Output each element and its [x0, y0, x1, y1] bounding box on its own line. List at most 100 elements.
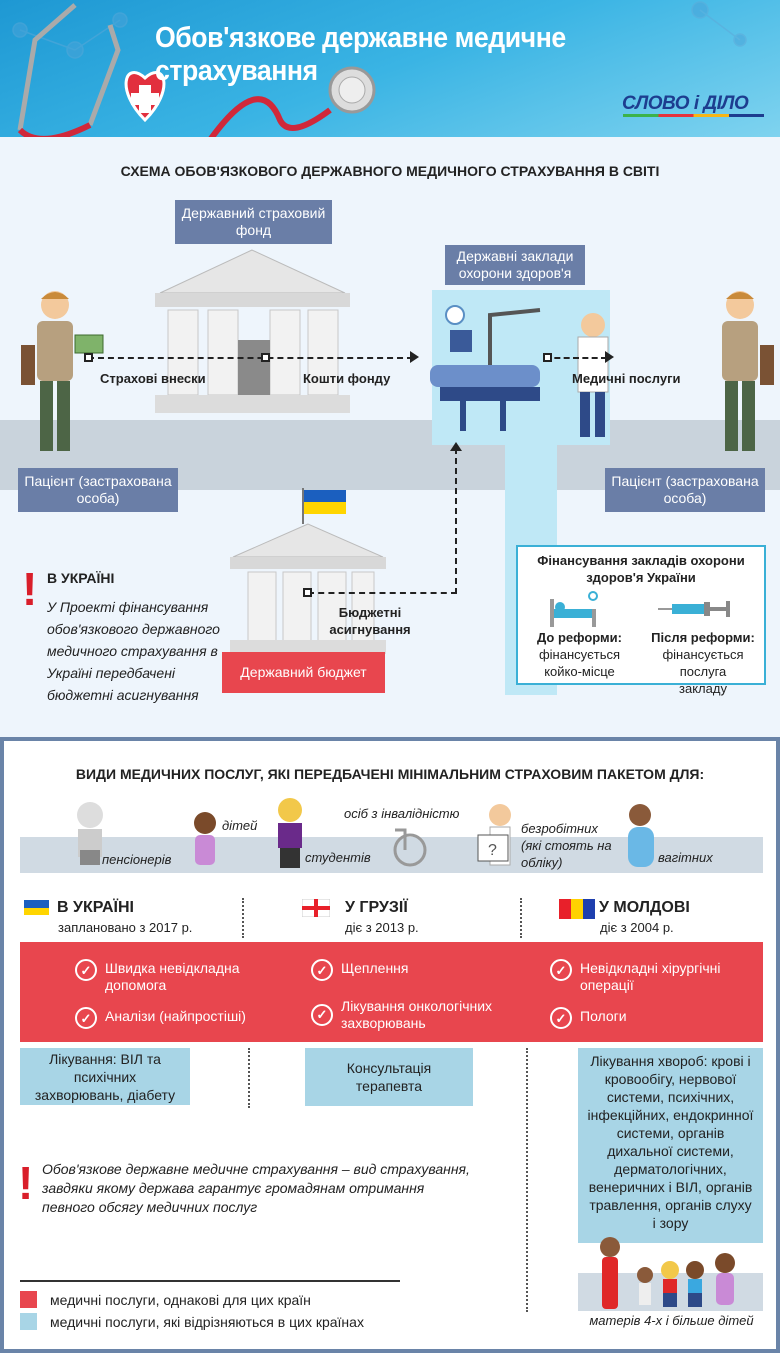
- check-circle-icon: ✓: [75, 1007, 97, 1029]
- service-label: Пологи: [580, 1008, 627, 1024]
- ukraine-note: У Проекті фінансування обов'язкового дер…: [47, 599, 220, 703]
- legend-swatch-common: [20, 1291, 37, 1308]
- country-georgia: У ГРУЗІЇ: [345, 899, 408, 916]
- group-unemployed: безробітних (які стоять на обліку): [521, 821, 612, 870]
- check-circle-icon: ✓: [311, 959, 333, 981]
- patient-right-icon: [722, 291, 774, 451]
- node-marker: [303, 588, 312, 597]
- arrowhead-icon: [605, 351, 614, 363]
- fund-building-icon: [155, 249, 350, 413]
- facilities-label: Державні заклади охорони здоров'я: [445, 245, 585, 285]
- flow-line-budget: [308, 592, 457, 594]
- fund-money-label: Кошти фонду: [303, 371, 391, 386]
- scheme-title: СХЕМА ОБОВ'ЯЗКОВОГО ДЕРЖАВНОГО МЕДИЧНОГО…: [120, 163, 660, 179]
- flow-arrow-contributions: [88, 357, 413, 359]
- flow-arrow-services: [545, 357, 607, 359]
- financing-box: Фінансування закладів охорони здоров'я У…: [516, 545, 766, 696]
- legend-common: медичні послуги, однакові для цих країн: [50, 1292, 311, 1308]
- before-reform-text: фінансується койко-місце: [538, 647, 621, 679]
- service-label: Щеплення: [341, 960, 409, 976]
- check-circle-icon: ✓: [550, 959, 572, 981]
- group-children: дітей: [222, 818, 258, 833]
- definition-note: Обов'язкове державне медичне страхування…: [42, 1161, 470, 1215]
- unemployed-icon: ?: [477, 804, 511, 866]
- flow-arrow-budget: [455, 448, 457, 594]
- wheelchair-icon: [393, 828, 427, 867]
- exclamation-icon: !: [18, 1157, 34, 1209]
- georgia-specific: Консультація терапевта: [305, 1048, 473, 1106]
- ukraine-flag-icon: [24, 900, 49, 908]
- before-reform: До реформи: фінансується койко-місце: [522, 629, 637, 680]
- service-item: ✓ Пологи: [550, 1007, 750, 1029]
- ukraine-since: заплановано з 2017 р.: [58, 920, 193, 935]
- check-circle-icon: ✓: [75, 959, 97, 981]
- divider: [248, 1048, 250, 1108]
- bed-icon: [550, 591, 598, 627]
- ukraine-flag-icon-yellow: [24, 908, 49, 915]
- moldova-flag-icon: [559, 899, 595, 919]
- node-marker: [84, 353, 93, 362]
- divider: [520, 898, 522, 938]
- budget-alloc-label: Бюджетні асигнування: [329, 605, 411, 637]
- legend-swatch-different: [20, 1313, 37, 1330]
- syringe-icon: [658, 601, 730, 617]
- header-banner: Обов'язкове державне медичне страхування…: [0, 0, 780, 137]
- ukraine-flag-icon: [302, 488, 346, 524]
- child-icon: [194, 812, 216, 865]
- country-ukraine: В УКРАЇНІ: [57, 899, 134, 916]
- budget-building-icon: [230, 523, 386, 654]
- divider: [242, 898, 244, 938]
- service-label: Швидка невідкладна допомога: [105, 960, 240, 993]
- logo-underline: [623, 114, 764, 117]
- check-circle-icon: ✓: [311, 1003, 333, 1026]
- service-item: ✓ Лікування онкологічних захворювань: [311, 998, 541, 1032]
- node-marker: [543, 353, 552, 362]
- check-circle-icon: ✓: [550, 1007, 572, 1029]
- legend-different: медичні послуги, які відрізняються в цих…: [50, 1314, 364, 1330]
- student-icon: [278, 798, 302, 868]
- after-reform-label: Після реформи:: [651, 630, 755, 645]
- georgia-since: діє з 2013 р.: [345, 920, 419, 935]
- service-item: ✓ Невідкладні хірургічні операції: [550, 959, 750, 994]
- fund-label: Державний страховий фонд: [175, 200, 332, 244]
- node-marker: [261, 353, 270, 362]
- patient-right-label: Пацієнт (застрахована особа): [605, 468, 765, 512]
- common-services-box: ✓ Швидка невідкладна допомога ✓ Аналізи (н…: [20, 942, 763, 1042]
- after-reform-text: фінансується послуга закладу: [662, 647, 744, 696]
- patient-left-label: Пацієнт (застрахована особа): [18, 468, 178, 512]
- after-reform: Після реформи: фінансується послуга закл…: [642, 629, 764, 697]
- pensioner-icon: [77, 802, 103, 865]
- group-pensioners: пенсіонерів: [102, 852, 172, 867]
- group-students: студентів: [305, 850, 371, 865]
- group-pregnant: вагітних: [658, 850, 713, 865]
- service-label: Лікування онкологічних захворювань: [341, 998, 493, 1031]
- divider: [526, 1048, 528, 1312]
- ukraine-specific: Лікування: ВІЛ та психічних захворювань,…: [20, 1048, 190, 1105]
- before-reform-label: До реформи:: [537, 630, 622, 645]
- service-label: Невідкладні хірургічні операції: [580, 960, 721, 993]
- financing-title: Фінансування закладів охорони здоров'я У…: [537, 553, 745, 585]
- mother-children-icon: [600, 1237, 735, 1309]
- contributions-label: Страхові внески: [100, 371, 206, 386]
- arrowhead-icon: [450, 442, 462, 451]
- ukraine-heading: В УКРАЇНІ: [47, 570, 115, 586]
- service-label: Аналізи (найпростіші): [105, 1008, 246, 1024]
- service-item: ✓ Щеплення: [311, 959, 541, 981]
- country-moldova: У МОЛДОВІ: [599, 899, 690, 916]
- exclamation-icon: !: [22, 563, 38, 615]
- budget-label: Державний бюджет: [222, 652, 385, 693]
- arrowhead-icon: [410, 351, 419, 363]
- moldova-since: діє з 2004 р.: [600, 920, 674, 935]
- service-item: ✓ Аналізи (найпростіші): [75, 1007, 275, 1029]
- package-title: ВИДИ МЕДИЧНИХ ПОСЛУГ, ЯКІ ПЕРЕДБАЧЕНІ МІ…: [75, 766, 705, 782]
- groups-illustration: ?: [77, 798, 654, 868]
- patient-left-icon: [21, 291, 104, 451]
- svg-text:?: ?: [488, 842, 497, 859]
- page-title: Обов'язкове державне медичне страхування: [155, 22, 566, 87]
- pregnant-icon: [628, 804, 654, 867]
- hospital-bed-doctor-icon: [430, 305, 609, 437]
- services-label: Медичні послуги: [572, 371, 681, 386]
- mothers-label: матерів 4-х і більше дітей: [589, 1313, 754, 1328]
- georgia-flag-icon: [302, 899, 330, 917]
- legend-divider: [20, 1280, 400, 1282]
